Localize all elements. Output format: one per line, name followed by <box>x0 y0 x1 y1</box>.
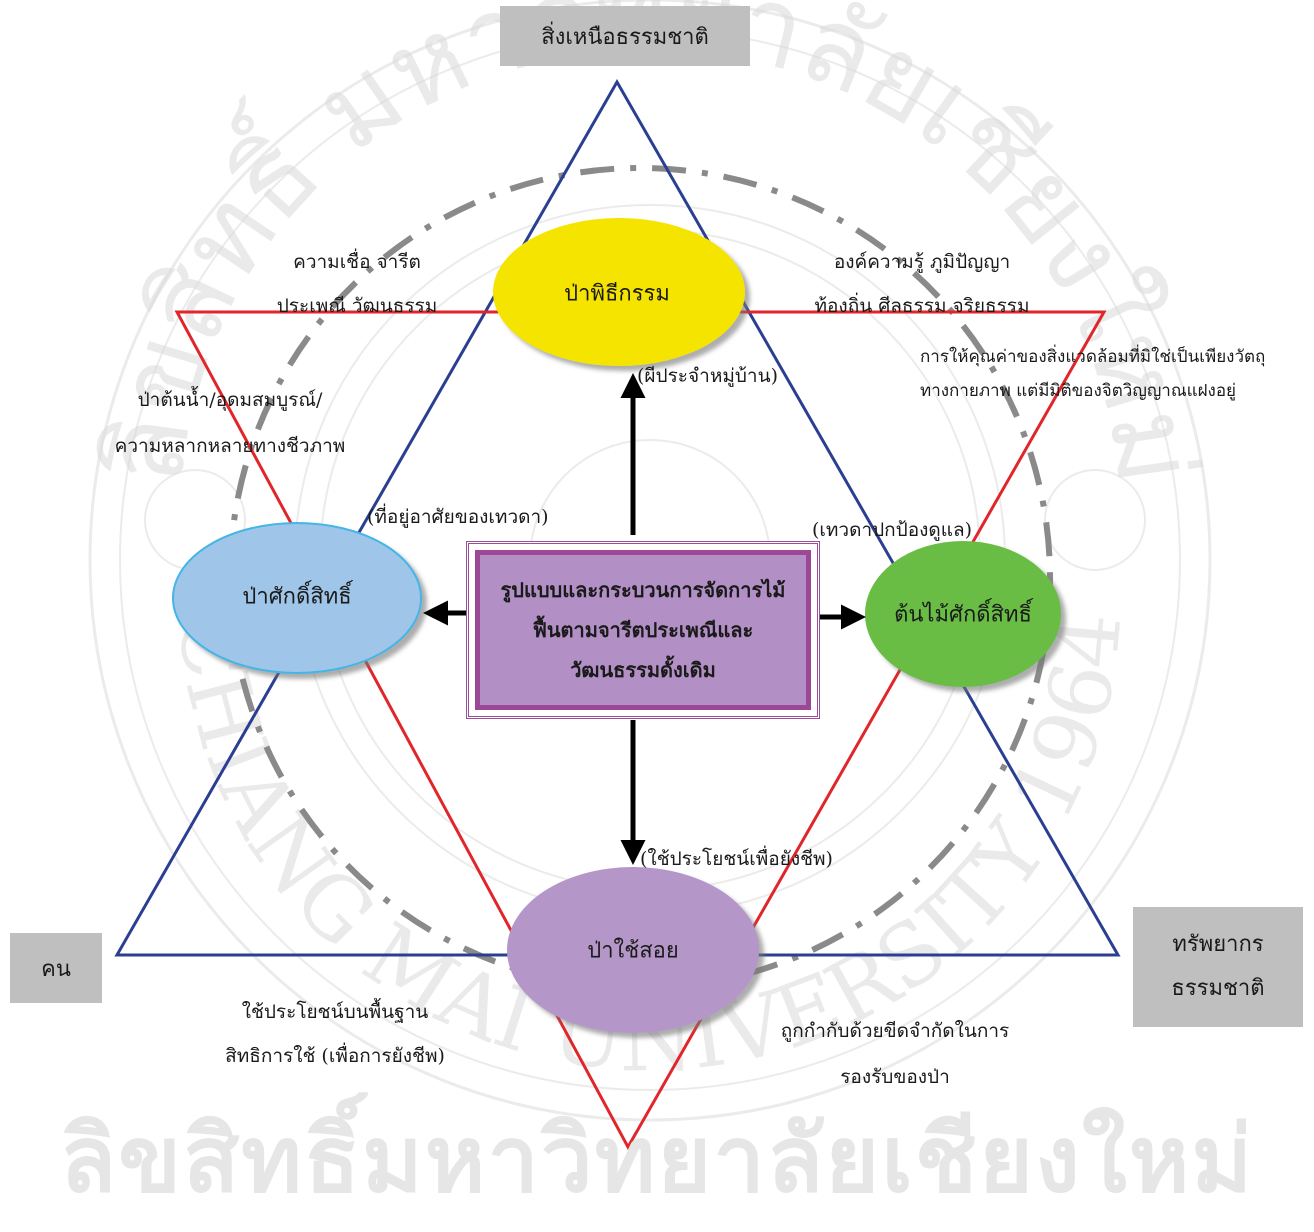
annotation-top-right-line2: ท้องถิ่น ศีลธรรม จริยธรรม <box>814 295 1030 317</box>
node-right-label: ต้นไม้ศักดิ์สิทธิ์ <box>894 602 1032 628</box>
center-box: รูปแบบและกระบวนการจัดการไม้ ฟื้นตามจารีต… <box>466 541 820 719</box>
center-line3: วัฒนธรรมดั้งเดิม <box>570 658 716 682</box>
annotation-bottom-right-line1: ถูกกำกับด้วยขีดจำกัดในการ <box>780 1020 1010 1042</box>
annotation-bottom-left-line1: ใช้ประโยชน์บนพื้นฐาน <box>241 1001 429 1023</box>
watermark-bottom-text: ลิขสิทธิ์มหาวิทยาลัยเชียงใหม่ <box>59 1106 1255 1213</box>
annotation-right-line1: การให้คุณค่าของสิ่งแวดล้อมที่มิใช่เป็นเพ… <box>920 347 1266 367</box>
node-top-label: ป่าพิธีกรรม <box>564 281 670 307</box>
node-right-ellipse <box>865 541 1061 687</box>
people-box: คน <box>10 933 102 1003</box>
dash-dot-circle <box>227 165 1053 991</box>
arrow-left-label: (ที่อยู่อาศัยของเทวดา) <box>367 506 549 528</box>
annotation-left: ป่าต้นน้ำ/อุดมสมบูรณ์/ ความหลากหลายทางชี… <box>115 377 346 469</box>
center-line1: รูปแบบและกระบวนการจัดการไม้ <box>500 578 786 602</box>
natural-resources-line2: ธรรมชาติ <box>1171 976 1265 1001</box>
node-left-ellipse <box>172 522 422 674</box>
annotation-bottom-left: ใช้ประโยชน์บนพื้นฐาน สิทธิการใช้ (เพื่อก… <box>225 990 445 1078</box>
annotation-top-right: องค์ความรู้ ภูมิปัญญา ท้องถิ่น ศีลธรรม จ… <box>814 240 1029 328</box>
supernatural-box: สิ่งเหนือธรรมชาติ <box>500 6 750 66</box>
arrow-right-label: (เทวดาปกป้องดูแล) <box>812 519 973 541</box>
annotation-left-line2: ความหลากหลายทางชีวภาพ <box>114 435 346 457</box>
node-left-label: ป่าศักดิ์สิทธิ์ <box>242 584 352 610</box>
center-box-inner: รูปแบบและกระบวนการจัดการไม้ ฟื้นตามจารีต… <box>475 550 811 710</box>
annotation-bottom-right-line2: รองรับของป่า <box>840 1066 950 1088</box>
annotation-top-left-line1: ความเชื่อ จารีต <box>293 251 421 273</box>
arrow-down-label: (ใช้ประโยชน์เพื่อยังชีพ) <box>640 848 833 870</box>
annotation-bottom-left-line2: สิทธิการใช้ (เพื่อการยังชีพ) <box>225 1045 445 1067</box>
annotation-bottom-right: ถูกกำกับด้วยขีดจำกัดในการ รองรับของป่า <box>781 1008 1010 1100</box>
annotation-top-left-line2: ประเพณี วัฒนธรรม <box>276 295 438 317</box>
annotation-right: การให้คุณค่าของสิ่งแวดล้อมที่มิใช่เป็นเพ… <box>920 340 1265 408</box>
annotation-top-right-line1: องค์ความรู้ ภูมิปัญญา <box>833 251 1011 273</box>
diagram-canvas: ลิขสิทธิ์ มหาวิทยาลัยเชียงใหม่ CHIANG MA… <box>79 0 1221 1151</box>
natural-resources-box: ทรัพยากร ธรรมชาติ <box>1133 907 1303 1027</box>
annotation-top-left: ความเชื่อ จารีต ประเพณี วัฒนธรรม <box>277 240 438 328</box>
arrow-up-label: (ผีประจำหมู่บ้าน) <box>637 365 778 387</box>
node-bottom-label: ป่าใช้สอย <box>587 938 679 964</box>
node-top-ellipse <box>493 218 745 366</box>
center-line2: ฟื้นตามจารีตประเพณีและ <box>532 618 754 642</box>
annotation-right-line2: ทางกายภาพ แต่มีมิติของจิตวิญญาณแฝงอยู่ <box>920 381 1237 401</box>
annotation-left-line1: ป่าต้นน้ำ/อุดมสมบูรณ์/ <box>137 389 323 411</box>
natural-resources-line1: ทรัพยากร <box>1172 932 1264 957</box>
node-bottom-ellipse <box>507 867 759 1033</box>
